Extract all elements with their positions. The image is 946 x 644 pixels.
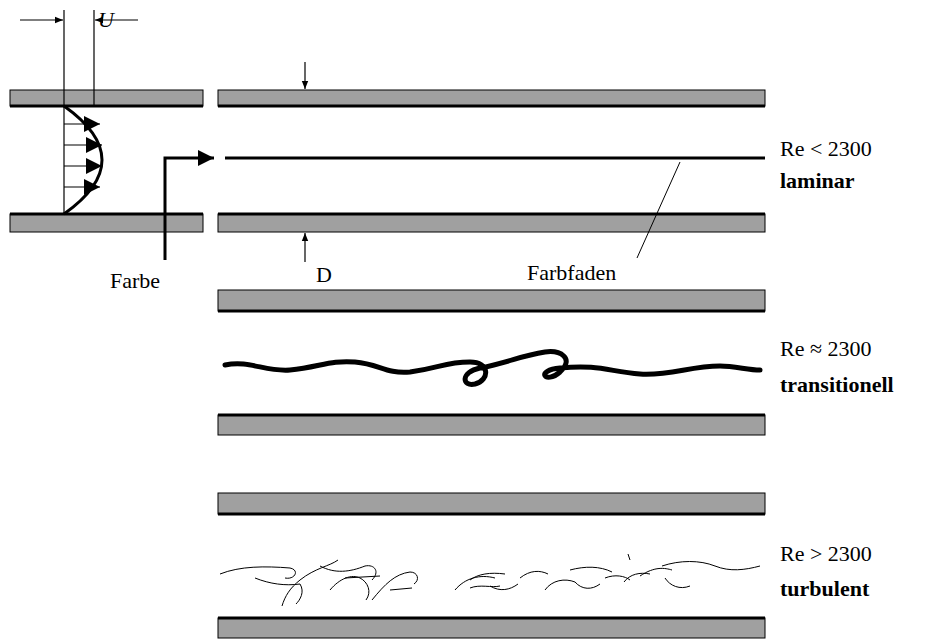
velocity-profile [20, 10, 138, 214]
pipe-laminar [218, 62, 765, 262]
velocity-label: U [98, 9, 114, 31]
pipe-turbulent [218, 493, 765, 638]
dye-label: Farbe [110, 270, 160, 292]
dye-filament-label: Farbfaden [527, 262, 616, 284]
reynolds-label: Re > 2300 [780, 543, 872, 565]
reynolds-label: Re < 2300 [780, 138, 872, 160]
regime-label: turbulent [780, 578, 869, 600]
regime-label: transitionell [780, 374, 894, 396]
regime-label: laminar [780, 170, 855, 192]
diameter-label: D [316, 264, 332, 286]
inlet-pipe [10, 90, 203, 232]
reynolds-label: Re ≈ 2300 [780, 338, 872, 360]
pipe-transitional [218, 290, 765, 435]
dye-injection [165, 158, 214, 260]
